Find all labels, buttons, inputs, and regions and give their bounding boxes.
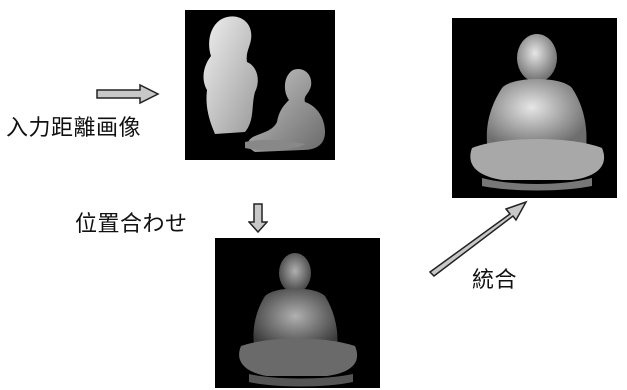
input-range-image-panel <box>185 10 335 160</box>
diagonal-arrow-icon <box>420 196 530 278</box>
right-arrow-icon <box>96 83 160 105</box>
input-range-image-label: 入力距離画像 <box>6 116 142 141</box>
integration-label: 統合 <box>472 268 518 293</box>
integrated-model-image <box>452 18 617 198</box>
aligned-image <box>215 238 380 388</box>
alignment-label: 位置合わせ <box>75 212 188 237</box>
integrated-model-panel <box>452 18 617 198</box>
down-arrow-icon <box>248 203 268 233</box>
aligned-image-panel <box>215 238 380 388</box>
input-range-image <box>185 10 335 160</box>
